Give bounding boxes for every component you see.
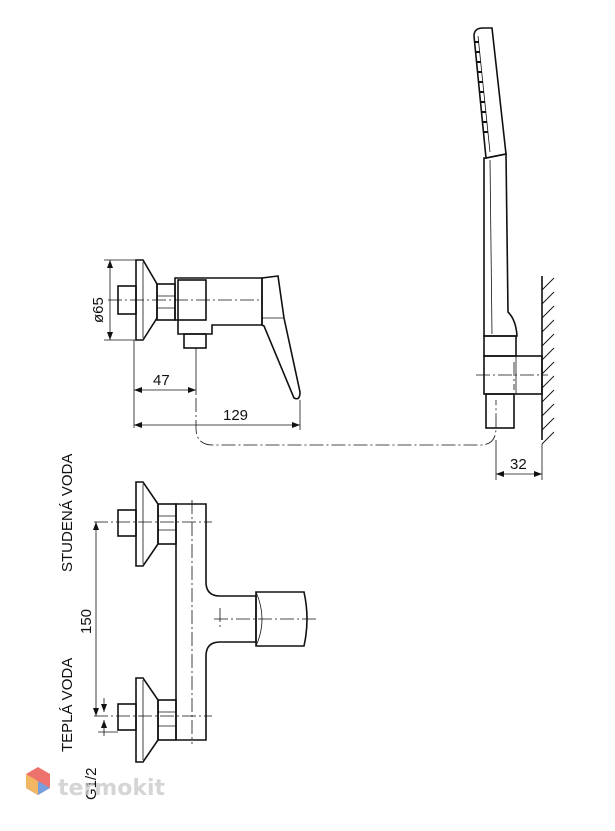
- dimension-spacing: 150: [78, 522, 99, 716]
- warm-water-label: TEPLÁ VODA: [59, 658, 76, 752]
- diameter-label: ø65: [90, 297, 107, 323]
- dimension-depth: 47: [133, 340, 197, 428]
- mixer-front-view: [94, 481, 318, 763]
- watermark-logo-icon: [26, 767, 50, 795]
- thread-label: G1/2: [83, 767, 100, 800]
- cold-water-label: STUDENÁ VODA: [59, 454, 76, 572]
- dimension-length: 129: [134, 400, 301, 430]
- watermark-text: termokit: [58, 776, 165, 801]
- dimension-wall-offset: 32: [495, 440, 543, 480]
- thread-marker: G1/2: [83, 698, 118, 800]
- shower-nozzles: [475, 41, 488, 133]
- depth-label: 47: [153, 372, 170, 389]
- dimension-diameter: ø65: [90, 259, 140, 341]
- length-label: 129: [223, 407, 248, 424]
- wall-hatching: [541, 276, 555, 445]
- watermark: termokit: [26, 767, 165, 801]
- spacing-label: 150: [78, 609, 95, 634]
- wall-offset-label: 32: [510, 456, 527, 473]
- hand-shower: [473, 27, 548, 429]
- mixer-side-view: [108, 259, 301, 400]
